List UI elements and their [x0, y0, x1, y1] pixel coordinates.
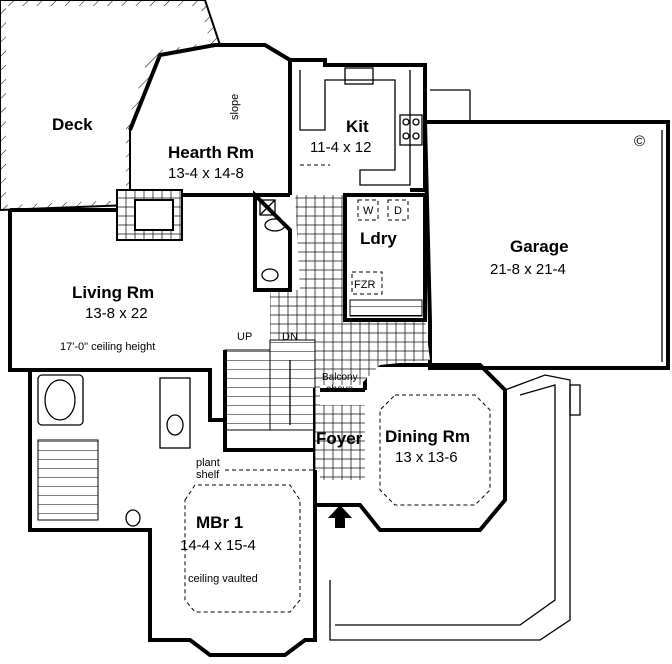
living-room-label: Living Rm — [72, 283, 154, 302]
kitchen-walls — [290, 58, 427, 192]
hall-tile — [270, 195, 430, 470]
kitchen-size: 11-4 x 12 — [310, 139, 371, 156]
hearth-room-size: 13-4 x 14-8 — [168, 165, 244, 182]
porch-outline — [329, 374, 571, 641]
powder-toilet — [261, 268, 279, 282]
living-room-size: 13-8 x 22 — [85, 305, 148, 322]
foyer-tile — [320, 405, 365, 480]
powder-cabinet — [259, 199, 276, 216]
closet — [37, 439, 99, 521]
laundry-shelf — [349, 299, 423, 317]
plant-shelf-line1: plant — [196, 457, 220, 469]
freezer-label: FZR — [354, 279, 375, 291]
dryer — [387, 199, 409, 221]
dryer-label: D — [394, 205, 402, 217]
garage-size: 21-8 x 21-4 — [490, 261, 566, 278]
vanity — [159, 377, 191, 449]
master-walls — [28, 370, 317, 657]
entry-arrow — [328, 505, 352, 528]
living-left-wall — [8, 210, 25, 372]
hearth-fireplace-box — [134, 199, 174, 231]
hearth-slope-note: slope — [229, 94, 241, 120]
bath-walls — [25, 368, 225, 422]
dining-vault-line — [379, 394, 491, 506]
kitchen-sink — [344, 67, 374, 85]
plant-shelf-line2: shelf — [196, 469, 220, 481]
laundry-label: Ldry — [360, 229, 397, 248]
freezer — [351, 271, 383, 295]
stair-up-label: UP — [237, 331, 252, 343]
foyer-label: Foyer — [316, 429, 363, 448]
master-bedroom-size: 14-4 x 15-4 — [180, 537, 256, 554]
balcony-note-line1: Balcony — [322, 372, 358, 383]
master-vault-line — [184, 484, 301, 613]
dining-room-size: 13 x 13-6 — [395, 449, 458, 466]
kitchen-label: Kit — [346, 117, 369, 136]
dining-room-label: Dining Rm — [385, 427, 470, 446]
hearth-walls — [128, 43, 292, 195]
kitchen-stove — [399, 114, 423, 146]
master-bedroom-label: MBr 1 — [196, 513, 243, 532]
powder-sink — [264, 218, 286, 232]
copyright-mark: © — [634, 133, 645, 150]
laundry-room — [343, 193, 427, 322]
powder-room — [253, 190, 292, 292]
dining-walls — [315, 363, 507, 532]
washer — [357, 199, 379, 221]
deck-inner-fill — [6, 6, 210, 205]
deck-label: Deck — [52, 115, 93, 134]
garage-label: Garage — [510, 237, 569, 256]
mbath-toilet — [125, 509, 141, 527]
hearth-room-label: Hearth Rm — [168, 143, 254, 162]
master-ceiling-note: ceiling vaulted — [188, 573, 258, 585]
stair-flight-2 — [269, 339, 316, 431]
washer-label: W — [363, 205, 374, 217]
stair-flight — [224, 349, 271, 431]
balcony-note-line2: above — [326, 384, 354, 395]
kitchen-counter — [299, 70, 411, 186]
living-ceiling-note: 17'-0" ceiling height — [60, 341, 155, 353]
bathtub — [37, 374, 84, 426]
stair-down-label: DN — [282, 331, 298, 343]
